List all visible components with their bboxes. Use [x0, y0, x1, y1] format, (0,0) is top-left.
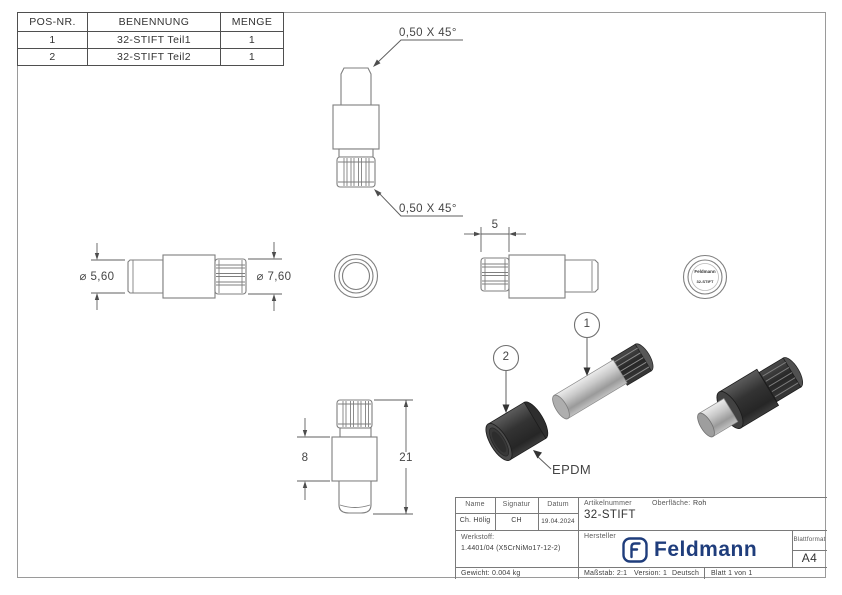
pin-neck-outline	[338, 148, 374, 158]
dim-knurl-width	[464, 227, 526, 252]
manufacturer-logo: Feldmann	[622, 537, 757, 563]
dim-dia-large	[248, 242, 282, 311]
balloon-1-number: 1	[583, 318, 591, 330]
knurl-lines	[338, 401, 371, 427]
dim-arrow	[474, 231, 481, 237]
tb-version: Version: 1	[634, 570, 668, 577]
tb-oberflaeche-label: Oberfläche:	[652, 500, 691, 507]
chamfer-leaders	[375, 39, 463, 217]
iso-sleeve	[485, 401, 549, 461]
leader-arrow	[373, 59, 381, 67]
pin-knurl-outline	[336, 156, 376, 188]
bom-cell: 1	[220, 48, 284, 66]
material-label: EPDM	[552, 462, 592, 477]
tb-werkstoff-label: Werkstoff:	[461, 534, 495, 541]
tb-datum-value: 19.04.2024	[541, 518, 575, 525]
bom-header-benennung: BENENNUNG	[87, 12, 221, 32]
dim-arrow	[271, 294, 277, 301]
tb-signatur-value: CH	[511, 517, 522, 524]
tb-blattformat-value: A4	[801, 551, 818, 565]
sheet-border	[17, 12, 826, 578]
dim-arrow	[94, 253, 100, 260]
tb-name-label: Name	[465, 501, 485, 508]
bom-cell: 32-STIFT Teil1	[87, 31, 221, 49]
dim-arrow	[271, 252, 277, 259]
epdm-arrow	[533, 450, 542, 459]
bom-row-2: 2 32-STIFT Teil2 1	[17, 48, 284, 66]
body-outline	[331, 436, 378, 482]
iso-pin	[552, 343, 654, 420]
dim-arrow	[302, 430, 308, 437]
bom-header-pos: POS-NR.	[17, 12, 88, 32]
dim-dia-large-text: ⌀ 7,60	[256, 271, 292, 283]
bom-header-menge: MENGE	[220, 12, 284, 32]
feldmann-logo-text: Feldmann	[654, 538, 758, 561]
tb-blatt: Blatt 1 von 1	[711, 570, 753, 577]
dim-arrow	[403, 400, 409, 407]
side-view-right	[480, 254, 599, 299]
front-view-vertical	[332, 67, 380, 188]
end-view-stamp	[682, 254, 728, 300]
tb-name-value: Ch. Hölig	[459, 517, 491, 524]
dim-dia-small	[91, 243, 125, 310]
dim-body-height-text: 8	[301, 452, 309, 464]
stamp-brand-text: Feldmann	[694, 269, 716, 274]
tb-werkstoff-value: 1.4401/04 (X5CrNiMo17-12-2)	[461, 545, 561, 552]
dim-arrow	[94, 293, 100, 300]
tb-artikelnummer-label: Artikelnummer	[584, 500, 632, 507]
knurl-lines	[482, 259, 508, 290]
tip-outline	[338, 480, 372, 514]
balloon-1-circle	[573, 311, 601, 339]
neck-outline	[339, 427, 372, 438]
bom-cell: 1	[17, 31, 88, 49]
balloon-2-circle	[492, 344, 520, 372]
chamfer-callout-top: 0,50 X 45°	[399, 27, 457, 39]
dim-body-height	[297, 418, 330, 500]
dim-arrow	[302, 481, 308, 488]
bom-table: POS-NR. BENENNUNG MENGE 1 32-STIFT Teil1…	[17, 12, 284, 66]
tb-datum-label: Datum	[547, 501, 569, 508]
iso-asm-knurl	[758, 357, 804, 403]
iso-knurl-lines	[614, 347, 650, 382]
bom-row-1: 1 32-STIFT Teil1 1	[17, 31, 284, 49]
tb-gewicht: Gewicht: 0.004 kg	[461, 570, 521, 577]
tb-artikelnummer-value: 32-STIFT	[584, 509, 636, 521]
pin-tip-outline	[340, 67, 372, 106]
dim-total-length	[373, 399, 413, 515]
dim-arrow	[403, 507, 409, 514]
iso-asm-pin	[697, 398, 739, 438]
tip-outline	[564, 259, 599, 293]
bom-header-row: POS-NR. BENENNUNG MENGE	[17, 12, 284, 32]
feldmann-logo-icon	[622, 537, 648, 563]
tb-signatur-label: Signatur	[502, 501, 531, 508]
tb-blattformat-label: Blattformat	[793, 536, 826, 543]
pin-body-outline	[332, 104, 380, 150]
balloon-leaders	[492, 311, 601, 470]
iso-assembled	[697, 357, 804, 438]
balloon-2-number: 2	[502, 351, 510, 363]
knurl-lines	[216, 260, 245, 293]
knurl-lines	[338, 158, 374, 186]
stamp-part-text: 32-STIFT	[696, 279, 714, 284]
bom-cell: 32-STIFT Teil2	[87, 48, 221, 66]
body-outline	[162, 254, 216, 299]
side-view-left	[127, 254, 247, 299]
leader-arrow	[374, 189, 382, 197]
dim-knurl-width-text: 5	[491, 219, 499, 231]
front-view-bottom	[331, 399, 378, 514]
bom-cell: 1	[220, 31, 284, 49]
tb-oberflaeche-value: Roh	[693, 500, 707, 507]
dim-total-length-text: 21	[399, 452, 413, 464]
tb-hersteller-label: Hersteller	[584, 533, 616, 540]
body-outline	[508, 254, 566, 299]
dim-dia-small-text: ⌀ 5,60	[79, 271, 115, 283]
tb-sprache: Deutsch	[672, 570, 700, 577]
end-view-plain	[333, 253, 379, 299]
dim-arrow	[509, 231, 516, 237]
chamfer-callout-bottom: 0,50 X 45°	[399, 203, 457, 215]
tb-massstab: Maßstab: 2:1	[584, 570, 628, 577]
bom-cell: 2	[17, 48, 88, 66]
